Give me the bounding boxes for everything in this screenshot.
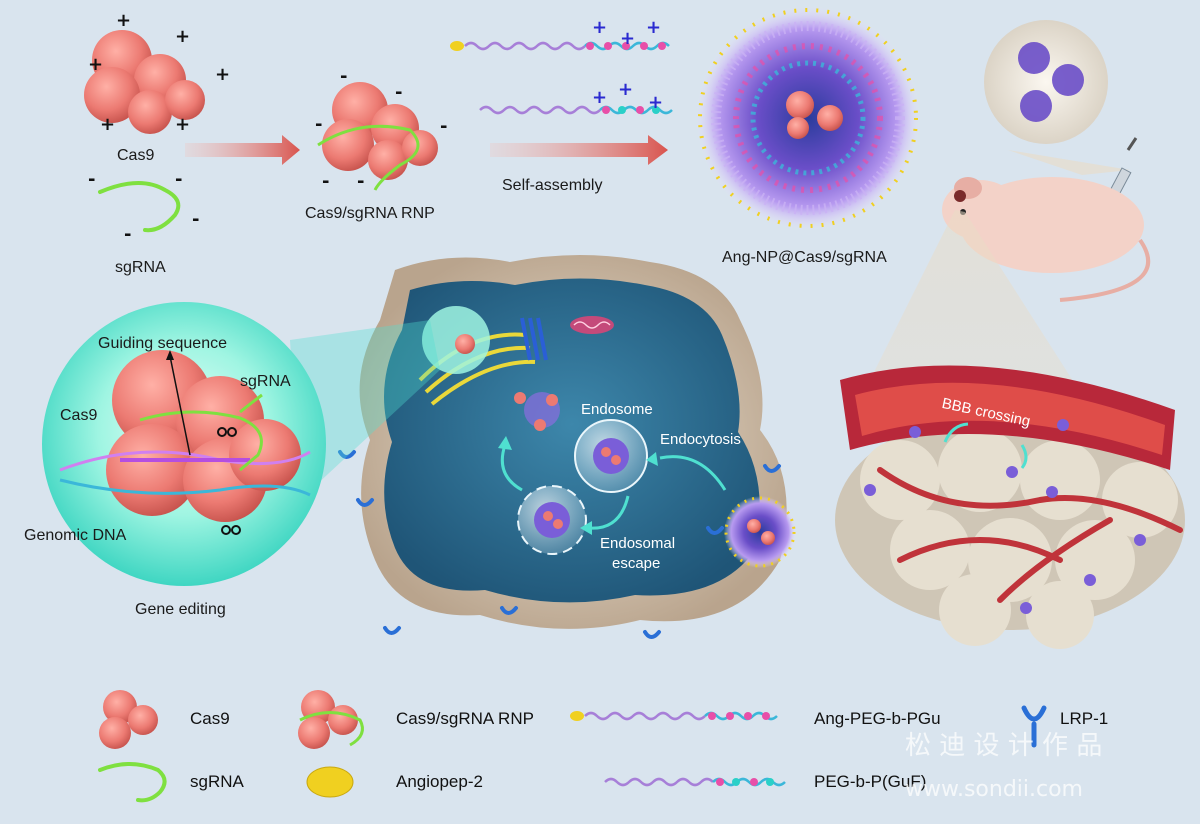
sgrna-strand-top [98,180,181,233]
svg-text:+: + [620,28,635,49]
sgrna-negative-charges: - - - - [88,169,199,245]
tissue-nanoparticles [864,419,1146,614]
svg-text:-: - [395,82,402,103]
legend-peg-gu-icon [604,777,786,787]
endosomal-escape-label-line2: escape [612,555,660,572]
pathway-arrows [498,436,727,535]
svg-text:+: + [88,54,103,75]
svg-text:-: - [175,169,182,190]
self-assembly-label: Self-assembly [502,177,602,194]
capillaries [877,467,1183,603]
guiding-pointer-head [166,350,174,360]
endosomal-escape-label-line1: Endosomal [600,535,675,552]
svg-text:+: + [648,92,663,113]
genomic-dna-label: Genomic DNA [24,527,127,544]
watermark-chinese: 松 迪 设 计 作 品 [905,731,1102,761]
endosome [574,419,648,493]
er-structure [520,317,548,361]
svg-text:-: - [192,209,199,230]
legend-cas9-label: Cas9 [190,709,230,728]
svg-text:-: - [124,224,131,245]
svg-text:+: + [100,114,115,135]
endosome-label: Endosome [581,401,653,418]
arrow-to-nanoparticle [490,135,668,165]
watermark-url: www.sondii.com [905,777,1083,802]
guiding-sequence-pointer [169,355,191,456]
svg-text:-: - [88,169,95,190]
arrow-to-rnp [185,135,300,165]
svg-text:+: + [175,114,190,135]
legend-ang-peg-icon [570,711,778,721]
released-cargo [514,392,560,431]
legend-angiopep-icon [306,766,354,798]
mouse [942,177,1151,302]
svg-text:+: + [592,17,607,38]
scissors-icon [217,427,241,535]
injection-zoom-bubble [984,20,1130,175]
cas9-zoom-label: Cas9 [60,407,97,424]
legend-angiopep-label: Angiopep-2 [396,772,483,791]
zoom-beam-nucleus [290,320,440,500]
escaping-endosome [517,485,587,555]
gene-editing-label: Gene editing [135,601,226,618]
peg-gu-polymer-top [479,105,673,115]
svg-text:+: + [592,87,607,108]
legend-peg-gu-label: PEG-b-P(GuF) [814,772,926,791]
svg-text:+: + [175,26,190,47]
bbb-arrows [943,422,1028,469]
ang-peg-polymer-top [450,41,670,51]
sgrna-zoom-label: sgRNA [240,373,291,390]
legend-sgrna-label: sgRNA [190,772,245,791]
svg-text:+: + [618,79,633,100]
guiding-sequence-label: Guiding sequence [98,335,227,352]
endocytosis-label: Endocytosis [660,431,741,448]
cas9-positive-charges: + + + + + + [88,10,230,135]
legend-sgrna-icon [98,762,167,803]
nucleus-rnp [455,334,475,354]
legend-ang-peg-label: Ang-PEG-b-PGu [814,709,941,728]
dna-strands [59,450,311,497]
svg-text:-: - [357,171,364,192]
legend-rnp-icon [298,690,364,749]
rnp-charges: - - - - - - [315,66,447,192]
nanoparticle-label: Ang-NP@Cas9/sgRNA [722,249,887,266]
legend: Cas9 Cas9/sgRNA RNP Ang-PEG-b-PGu LRP-1 … [98,690,1108,803]
polymer-bottom-charges: + + + [592,79,663,113]
svg-text:+: + [116,10,131,31]
svg-text:-: - [322,171,329,192]
blood-vessel [840,365,1175,470]
legend-rnp-label: Cas9/sgRNA RNP [396,709,534,728]
polymer-top-charges: + + + [592,17,661,49]
lrp1-receptors [338,450,781,639]
rnp-complex [317,82,438,191]
legend-lrp1-icon [1021,705,1047,748]
svg-text:-: - [440,116,447,137]
legend-cas9-icon [99,690,158,749]
rnp-label: Cas9/sgRNA RNP [305,205,435,222]
svg-text:-: - [315,114,322,135]
svg-text:+: + [646,17,661,38]
nanoparticle [696,6,920,230]
legend-lrp1-label: LRP-1 [1060,709,1108,728]
sgrna-zoom-strand [139,393,263,472]
svg-text:+: + [215,64,230,85]
mitochondrion [570,316,614,334]
sgrna-label: sgRNA [115,259,166,276]
incoming-nanoparticle [724,496,796,568]
cas9-protein-top [84,30,205,134]
cas9-label: Cas9 [117,147,154,164]
svg-text:-: - [340,66,347,87]
